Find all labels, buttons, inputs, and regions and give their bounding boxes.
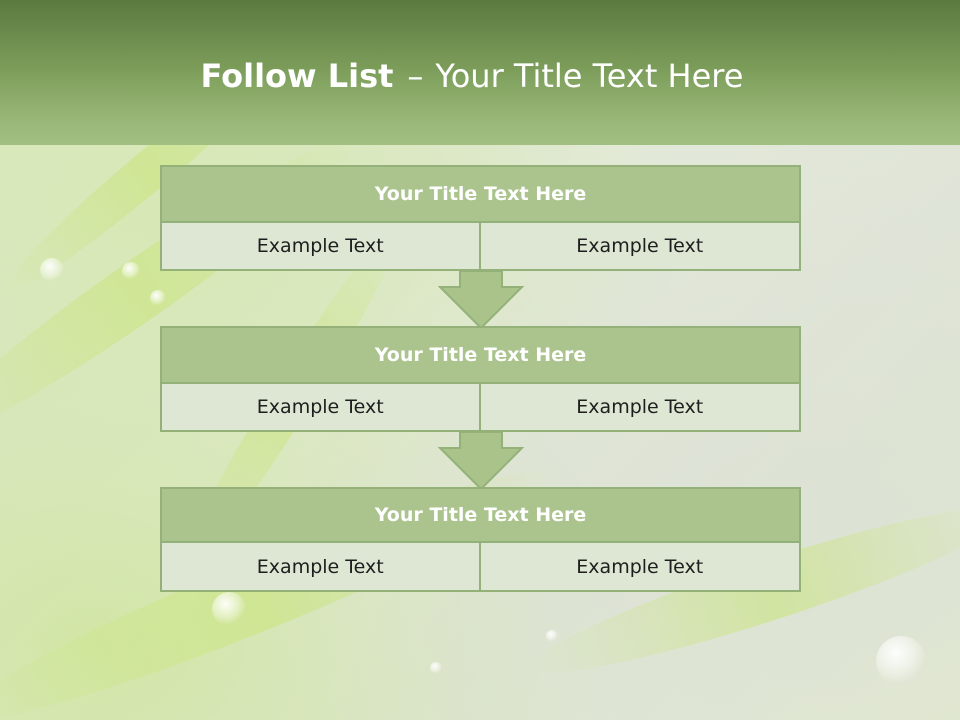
block-cell: Example Text — [160, 382, 481, 432]
down-arrow-icon — [438, 431, 524, 491]
dew-drop — [150, 290, 166, 306]
block-title: Your Title Text Here — [160, 487, 801, 543]
slide-title-rest: Your Title Text Here — [435, 57, 744, 95]
dew-drop — [212, 592, 246, 626]
slide-title-bold: Follow List — [200, 57, 394, 95]
block-row: Example Text Example Text — [160, 541, 801, 592]
dew-drop — [430, 662, 442, 674]
down-arrow-icon — [438, 270, 524, 330]
dew-drop — [546, 630, 558, 642]
block-cell: Example Text — [480, 221, 801, 271]
block-row: Example Text Example Text — [160, 382, 801, 432]
flow-block-3: Your Title Text Here Example Text Exampl… — [160, 487, 801, 593]
dew-drop — [122, 262, 140, 280]
block-cell: Example Text — [160, 541, 481, 592]
block-cell: Example Text — [160, 221, 481, 271]
block-cell: Example Text — [480, 541, 801, 592]
flow-block-1: Your Title Text Here Example Text Exampl… — [160, 165, 801, 272]
slide-title-separator: – — [407, 57, 424, 95]
block-cell: Example Text — [480, 382, 801, 432]
slide-title: Follow List–Your Title Text Here — [0, 52, 944, 100]
dew-drop — [40, 258, 64, 282]
block-title: Your Title Text Here — [160, 326, 801, 384]
block-title: Your Title Text Here — [160, 165, 801, 223]
dew-drop — [876, 636, 926, 686]
header-band: Follow List–Your Title Text Here — [0, 0, 960, 145]
flow-block-2: Your Title Text Here Example Text Exampl… — [160, 326, 801, 433]
block-row: Example Text Example Text — [160, 221, 801, 271]
